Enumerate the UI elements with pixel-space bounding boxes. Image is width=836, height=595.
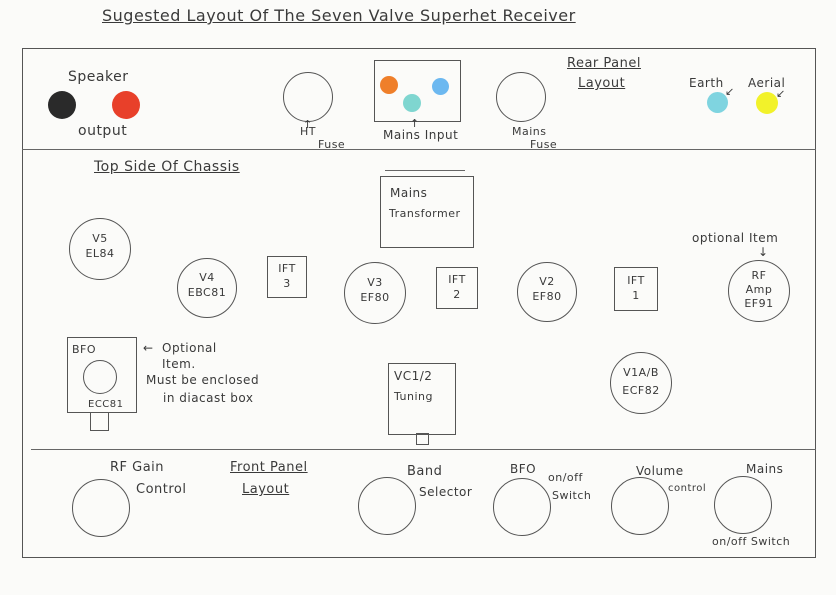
mains-switch-label-2: on/off Switch (712, 535, 791, 548)
bfo-note-4: in diacast box (163, 391, 254, 405)
tuning-capacitor (388, 363, 456, 435)
mains-fuse-label-1: Mains (512, 125, 547, 138)
rf-amp-arrow: ↓ (758, 245, 769, 259)
ht-fuse-arrow: ↑ (303, 118, 313, 131)
valve-v5: V5 EL84 (69, 218, 131, 280)
ift1-label: IFT (627, 274, 645, 287)
v4-label: V4 (199, 271, 215, 284)
mains-input-orange-terminal (380, 76, 398, 94)
transformer-label-2: Transformer (389, 207, 461, 220)
band-selector-control (358, 477, 416, 535)
ift2-label: IFT (448, 273, 466, 286)
front-divider (31, 449, 816, 450)
bfo-box-label: BFO (72, 343, 97, 356)
v1-type-label: ECF82 (622, 384, 660, 397)
transformer-label-1: Mains (390, 186, 428, 200)
volume-label-1: Volume (636, 464, 684, 478)
valve-rf-amp: RF Amp EF91 (728, 260, 790, 322)
v4-type-label: EBC81 (187, 286, 227, 299)
bfo-switch-label-3: Switch (552, 489, 592, 502)
mains-switch-control (714, 476, 772, 534)
earth-terminal (707, 92, 728, 113)
rear-panel-heading-2: Layout (578, 76, 626, 91)
mains-fuse-holder (496, 72, 546, 122)
valve-v4: V4 EBC81 (177, 258, 237, 318)
ift1-number: 1 (632, 289, 640, 302)
ht-label: HT (300, 125, 316, 138)
ift2-can: IFT 2 (436, 267, 478, 309)
aerial-label: Aerial (748, 76, 786, 90)
tuning-capacitor-spindle (416, 433, 429, 445)
bfo-switch-control (493, 478, 551, 536)
ift3-label: IFT (278, 262, 296, 275)
aerial-terminal (756, 92, 778, 114)
speaker-black-terminal (48, 91, 76, 119)
bfo-note-2: Item. (162, 357, 196, 371)
bfo-switch-label-2: on/off (548, 471, 583, 484)
mains-input-arrow: ↑ (410, 117, 420, 130)
mains-transformer (380, 176, 474, 248)
mains-input-blue-terminal (432, 78, 449, 95)
bfo-box-tab (90, 412, 109, 431)
ift1-can: IFT 1 (614, 267, 658, 311)
valve-v3: V3 EF80 (344, 262, 406, 324)
rf-gain-label-1: RF Gain (110, 460, 165, 475)
bfo-valve (83, 360, 117, 394)
speaker-output-label: output (78, 123, 128, 139)
rear-panel-heading-1: Rear Panel (567, 56, 641, 71)
rf-gain-control (72, 479, 130, 537)
v3-label: V3 (367, 276, 383, 289)
chassis-heading: Top Side Of Chassis (94, 159, 240, 175)
ht-fuse-holder (283, 72, 333, 122)
front-panel-heading-1: Front Panel (230, 460, 308, 475)
v5-label: V5 (92, 232, 108, 245)
rf-amp-label-2: Amp (745, 283, 773, 296)
volume-control (611, 477, 669, 535)
rf-gain-label-2: Control (136, 482, 187, 497)
v2-label: V2 (539, 275, 555, 288)
bfo-note-arrow: ← (143, 341, 154, 355)
v1-label: V1A/B (623, 366, 659, 379)
v5-type-label: EL84 (85, 247, 115, 260)
ht-fuse-label: Fuse (318, 138, 346, 151)
volume-label-2: control (668, 483, 707, 494)
rf-amp-type-label: EF91 (744, 297, 774, 310)
valve-v1: V1A/B ECF82 (610, 352, 672, 414)
band-selector-label-1: Band (407, 464, 443, 479)
mains-fuse-label-2: Fuse (530, 138, 558, 151)
v2-type-label: EF80 (532, 290, 562, 303)
bfo-switch-label-1: BFO (510, 462, 537, 476)
earth-arrow: ↙ (725, 85, 735, 98)
bfo-note-3: Must be enclosed (146, 373, 260, 387)
speaker-red-terminal (112, 91, 140, 119)
band-selector-label-2: Selector (419, 485, 473, 499)
mains-switch-label-1: Mains (746, 462, 784, 476)
mains-input-label: Mains Input (383, 128, 459, 142)
v3-type-label: EF80 (360, 291, 390, 304)
vc-label: VC1/2 (394, 369, 433, 383)
ift3-can: IFT 3 (267, 256, 307, 298)
aerial-arrow: ↙ (776, 87, 786, 100)
tuning-label: Tuning (394, 390, 434, 403)
mains-input-teal-terminal (403, 94, 421, 112)
bfo-note-1: Optional (162, 341, 217, 355)
diagram-title: Sugested Layout Of The Seven Valve Super… (102, 6, 576, 25)
outer-frame (22, 48, 816, 558)
ift3-number: 3 (283, 277, 291, 290)
speaker-label: Speaker (68, 69, 129, 85)
rear-divider (22, 149, 816, 150)
front-panel-heading-2: Layout (242, 482, 290, 497)
rf-amp-label-1: RF (751, 269, 767, 282)
transformer-top-plate (385, 170, 465, 171)
earth-label: Earth (689, 76, 724, 90)
mains-input-box (374, 60, 461, 122)
valve-v2: V2 EF80 (517, 262, 577, 322)
ift2-number: 2 (453, 288, 461, 301)
rf-amp-optional-note: optional Item (692, 231, 779, 245)
bfo-valve-type: ECC81 (88, 399, 124, 410)
